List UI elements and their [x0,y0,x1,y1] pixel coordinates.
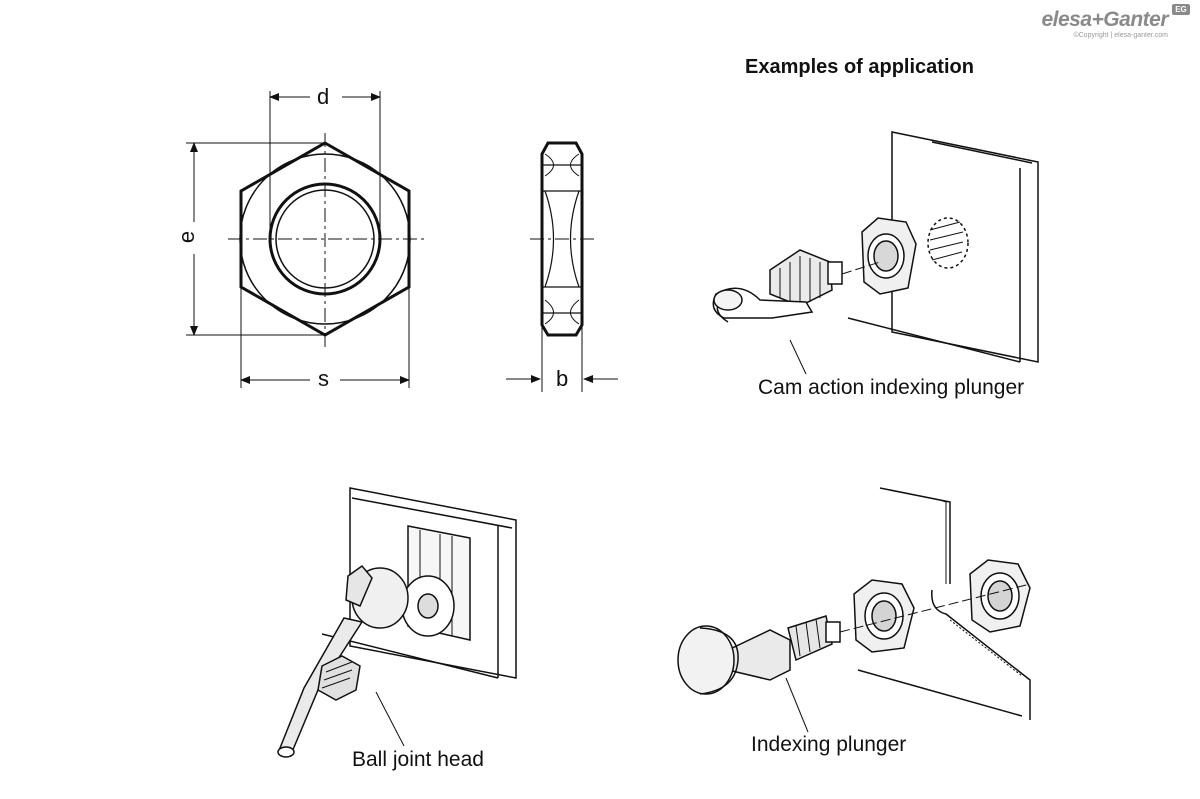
dimension-d [269,91,381,239]
examples-heading: Examples of application [745,56,974,78]
caption-cam-plunger: Cam action indexing plunger [758,376,1025,399]
dimension-b [506,325,618,392]
hex-nut-side-view [530,141,594,337]
hex-nut-front-view [228,133,425,348]
caption-ball-joint: Ball joint head [352,748,484,771]
caption-indexing-plunger: Indexing plunger [751,733,907,756]
dimension-label-s: s [318,366,329,391]
ball-joint-illustration [277,487,517,758]
brand-logo: elesa+Ganter ©Copyright | elesa-ganter.c… [1041,4,1190,39]
brand-badge: EG [1172,4,1190,15]
dimension-label-d: d [317,84,330,109]
brand-name: elesa+Ganter [1041,8,1168,31]
cam-plunger-illustration [712,131,1039,375]
brand-copyright: ©Copyright | elesa-ganter.com [1073,32,1168,39]
dimension-label-b: b [556,366,569,391]
dimension-label-e: e [174,230,200,244]
indexing-plunger-illustration [677,487,1031,733]
dimension-s [240,287,410,388]
dimension-e [186,142,325,336]
